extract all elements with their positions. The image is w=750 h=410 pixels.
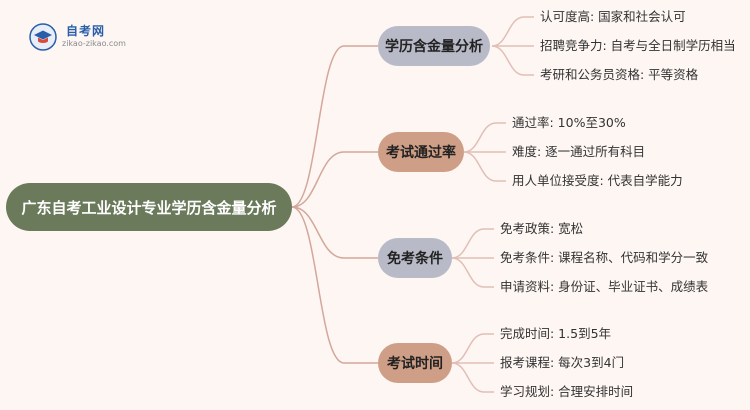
connector-branch-4-leaf-3 [451, 362, 494, 393]
leaf-2-2: 难度: 逐一通过所有科目 [512, 144, 646, 159]
connector-branch-1-leaf-1 [491, 16, 534, 47]
connector-branch-3-leaf-1 [451, 228, 494, 259]
connector-root-branch-3 [291, 206, 378, 259]
leaf-1-2: 招聘竞争力: 自考与全日制学历相当 [540, 38, 736, 53]
connector-root-branch-1 [291, 45, 378, 208]
leaf-2-3: 用人单位接受度: 代表自学能力 [512, 173, 683, 188]
leaf-3-3: 申请资料: 身份证、毕业证书、成绩表 [500, 279, 709, 294]
connector-branch-1-leaf-3 [491, 45, 534, 76]
logo-url: zikao-zikao.com [62, 39, 126, 48]
branch-node-1: 学历含金量分析 [378, 26, 490, 66]
graduation-cap-icon [29, 23, 57, 51]
connector-branch-2-leaf-3 [463, 151, 506, 182]
leaf-4-3: 学习规划: 合理安排时间 [500, 384, 634, 399]
root-node: 广东自考工业设计专业学历含金量分析 [6, 183, 292, 231]
branch-node-4: 考试时间 [378, 343, 452, 383]
leaf-1-3: 考研和公务员资格: 平等资格 [540, 67, 699, 82]
leaf-4-1: 完成时间: 1.5到5年 [500, 326, 612, 341]
connector-root-branch-2 [291, 151, 378, 208]
branch-node-3: 免考条件 [378, 238, 452, 278]
logo-name: 自考网 [66, 24, 106, 38]
leaf-4-2: 报考课程: 每次3到4门 [500, 355, 625, 370]
connector-branch-2-leaf-1 [463, 122, 506, 153]
branch-node-2: 考试通过率 [378, 132, 464, 172]
leaf-3-1: 免考政策: 宽松 [500, 221, 584, 236]
connector-branch-4-leaf-1 [451, 333, 494, 364]
leaf-3-2: 免考条件: 课程名称、代码和学分一致 [500, 250, 709, 265]
connector-branch-3-leaf-3 [451, 257, 494, 288]
leaf-2-1: 通过率: 10%至30% [512, 115, 626, 130]
connector-root-branch-4 [291, 206, 378, 364]
site-logo[interactable]: 自考网 zikao-zikao.com [28, 22, 138, 52]
leaf-1-1: 认可度高: 国家和社会认可 [540, 9, 686, 24]
